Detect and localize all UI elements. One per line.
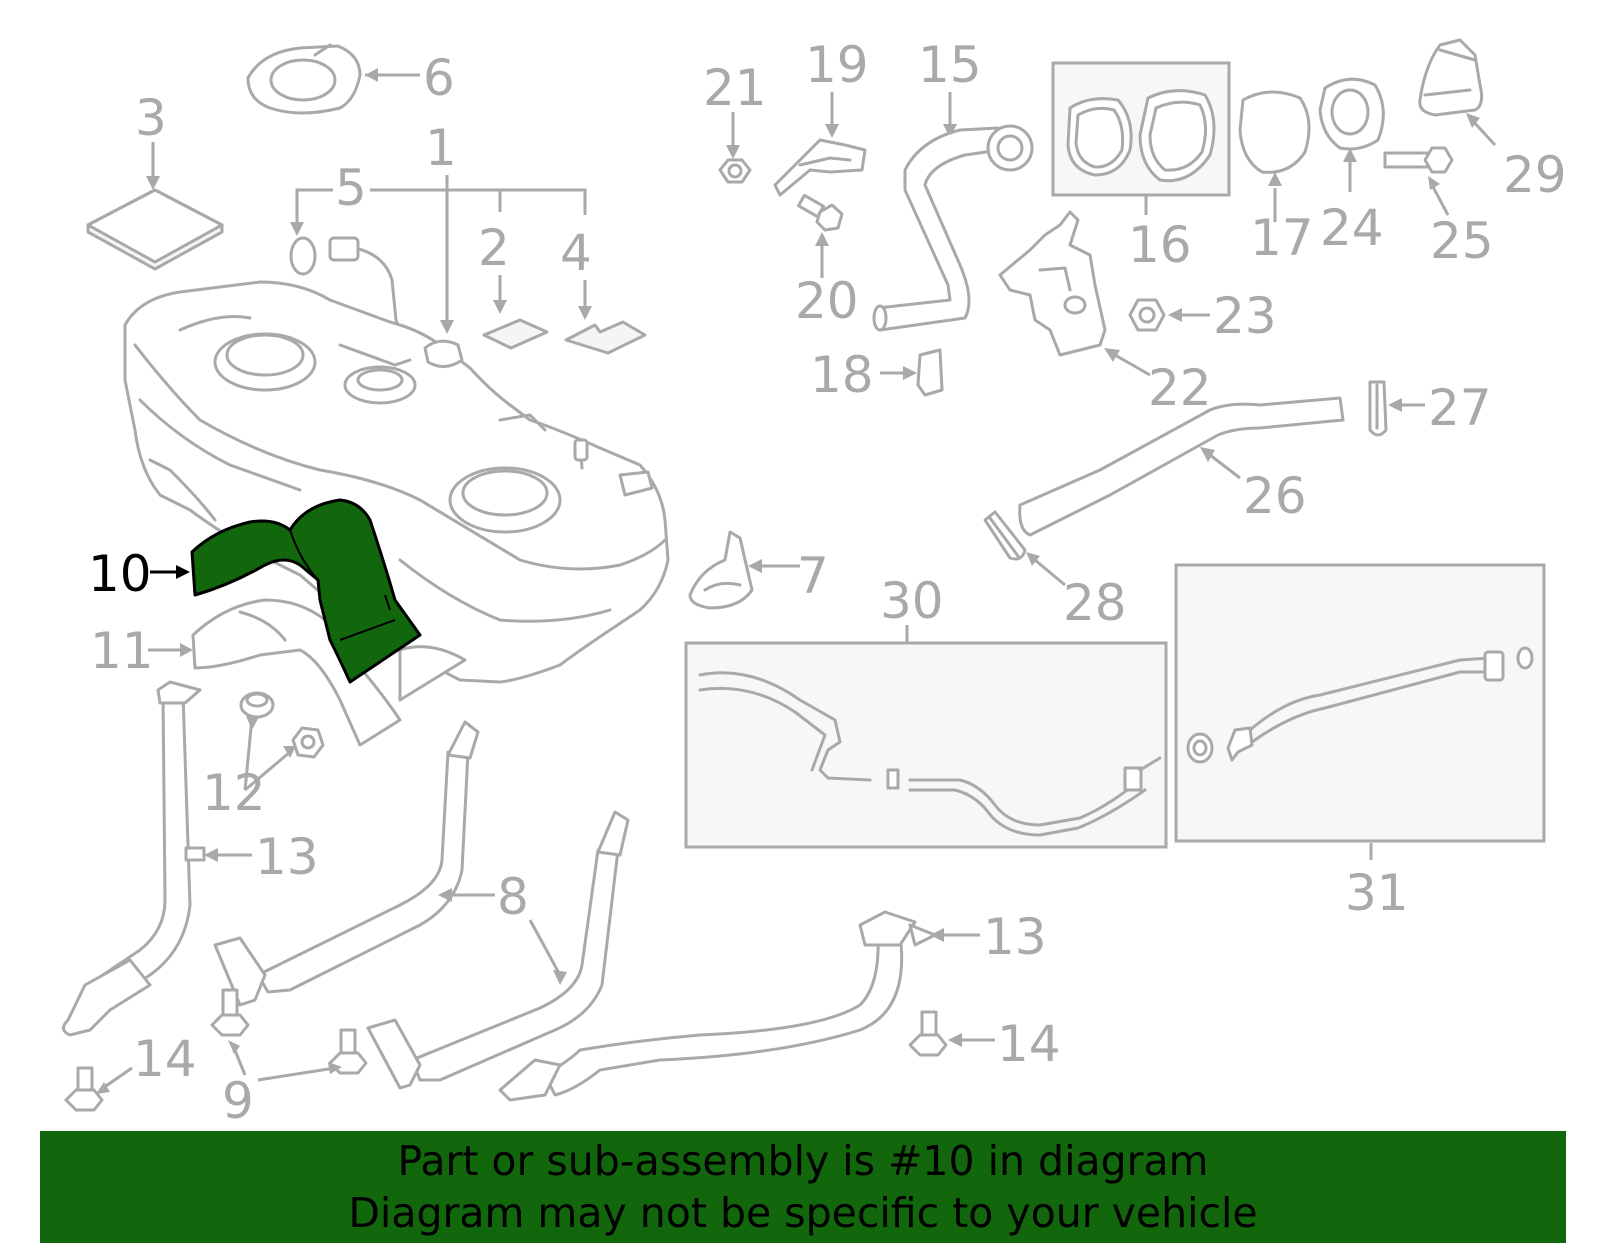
- part-10-heat-shield-highlighted[interactable]: [190, 498, 422, 684]
- callout-31: 31: [1345, 864, 1409, 922]
- callout-26: 26: [1243, 467, 1307, 525]
- part-25-bolt[interactable]: [1383, 146, 1454, 174]
- banner-line-2: Diagram may not be specific to your vehi…: [348, 1189, 1258, 1237]
- callout-28: 28: [1063, 574, 1127, 632]
- part-strap-right[interactable]: [498, 910, 937, 1102]
- callout-30: 30: [880, 572, 944, 630]
- callout-8: 8: [497, 868, 529, 926]
- part-6-gasket[interactable]: [246, 43, 362, 115]
- banner-line-1: Part or sub-assembly is #10 in diagram: [397, 1137, 1209, 1185]
- part-14-bolt-right[interactable]: [908, 1010, 948, 1057]
- part-15-filler-neck[interactable]: [872, 124, 1034, 332]
- part-30-vapor-line[interactable]: [698, 671, 1162, 837]
- callout-18: 18: [810, 346, 874, 404]
- callout-29: 29: [1503, 146, 1567, 204]
- callout-27: 27: [1428, 379, 1492, 437]
- part-30-box: [684, 641, 1168, 849]
- callout-13-left: 13: [255, 828, 319, 886]
- callout-6: 6: [423, 49, 455, 107]
- part-3-pad[interactable]: [86, 188, 224, 271]
- callout-11: 11: [90, 622, 154, 680]
- part-26-hose[interactable]: [1018, 396, 1345, 537]
- part-31-box: [1174, 563, 1546, 843]
- callout-5: 5: [335, 159, 367, 217]
- callout-14-right: 14: [997, 1015, 1061, 1073]
- callout-21: 21: [703, 59, 767, 117]
- part-7-bracket[interactable]: [688, 530, 754, 610]
- part-22-bracket[interactable]: [998, 210, 1107, 357]
- callout-2: 2: [478, 219, 510, 277]
- callout-14-left: 14: [133, 1030, 197, 1088]
- part-2-pad[interactable]: [482, 318, 549, 350]
- part-16-seal-pair[interactable]: [1066, 89, 1216, 183]
- part-29-cap[interactable]: [1418, 38, 1484, 117]
- callout-4: 4: [560, 224, 592, 282]
- callout-7: 7: [797, 547, 829, 605]
- part-strap-left[interactable]: [62, 680, 206, 1037]
- callout-3: 3: [135, 89, 167, 147]
- callout-25: 25: [1430, 212, 1494, 270]
- callout-24: 24: [1320, 199, 1384, 257]
- callout-1: 1: [425, 119, 457, 177]
- part-31-vent-tube[interactable]: [1186, 646, 1534, 764]
- part-11-heat-shield[interactable]: [191, 598, 467, 747]
- part-1-fuel-tank[interactable]: [123, 280, 670, 684]
- part-5-vent-hose[interactable]: [289, 236, 432, 347]
- callout-9: 9: [222, 1072, 254, 1130]
- part-27-clip[interactable]: [1368, 380, 1388, 437]
- callout-16: 16: [1128, 216, 1192, 274]
- part-12-grommet[interactable]: [239, 691, 275, 719]
- part-14-bolt-left[interactable]: [64, 1066, 104, 1112]
- part-8-strap[interactable]: [213, 720, 630, 1090]
- callout-10-highlighted: 10: [88, 545, 152, 603]
- callout-23: 23: [1213, 287, 1277, 345]
- callout-19: 19: [805, 36, 869, 94]
- part-12-nut[interactable]: [291, 726, 325, 759]
- part-21-nut[interactable]: [718, 158, 752, 184]
- part-4-pad[interactable]: [564, 320, 647, 355]
- part-23-nut[interactable]: [1128, 298, 1166, 332]
- part-17-seal[interactable]: [1238, 90, 1311, 174]
- callout-22: 22: [1148, 359, 1212, 417]
- part-19-bracket[interactable]: [773, 138, 867, 197]
- callout-15: 15: [918, 36, 982, 94]
- part-28-clip[interactable]: [983, 510, 1027, 561]
- part-20-bolt[interactable]: [796, 193, 844, 232]
- info-banner: Part or sub-assembly is #10 in diagram D…: [40, 1131, 1566, 1243]
- callout-17: 17: [1250, 209, 1314, 267]
- callout-13-right: 13: [983, 908, 1047, 966]
- callout-12: 12: [202, 764, 266, 822]
- part-24-seal[interactable]: [1318, 77, 1385, 151]
- part-18-clip[interactable]: [916, 348, 944, 397]
- callout-20: 20: [795, 272, 859, 330]
- part-9-bolt-a[interactable]: [210, 988, 250, 1037]
